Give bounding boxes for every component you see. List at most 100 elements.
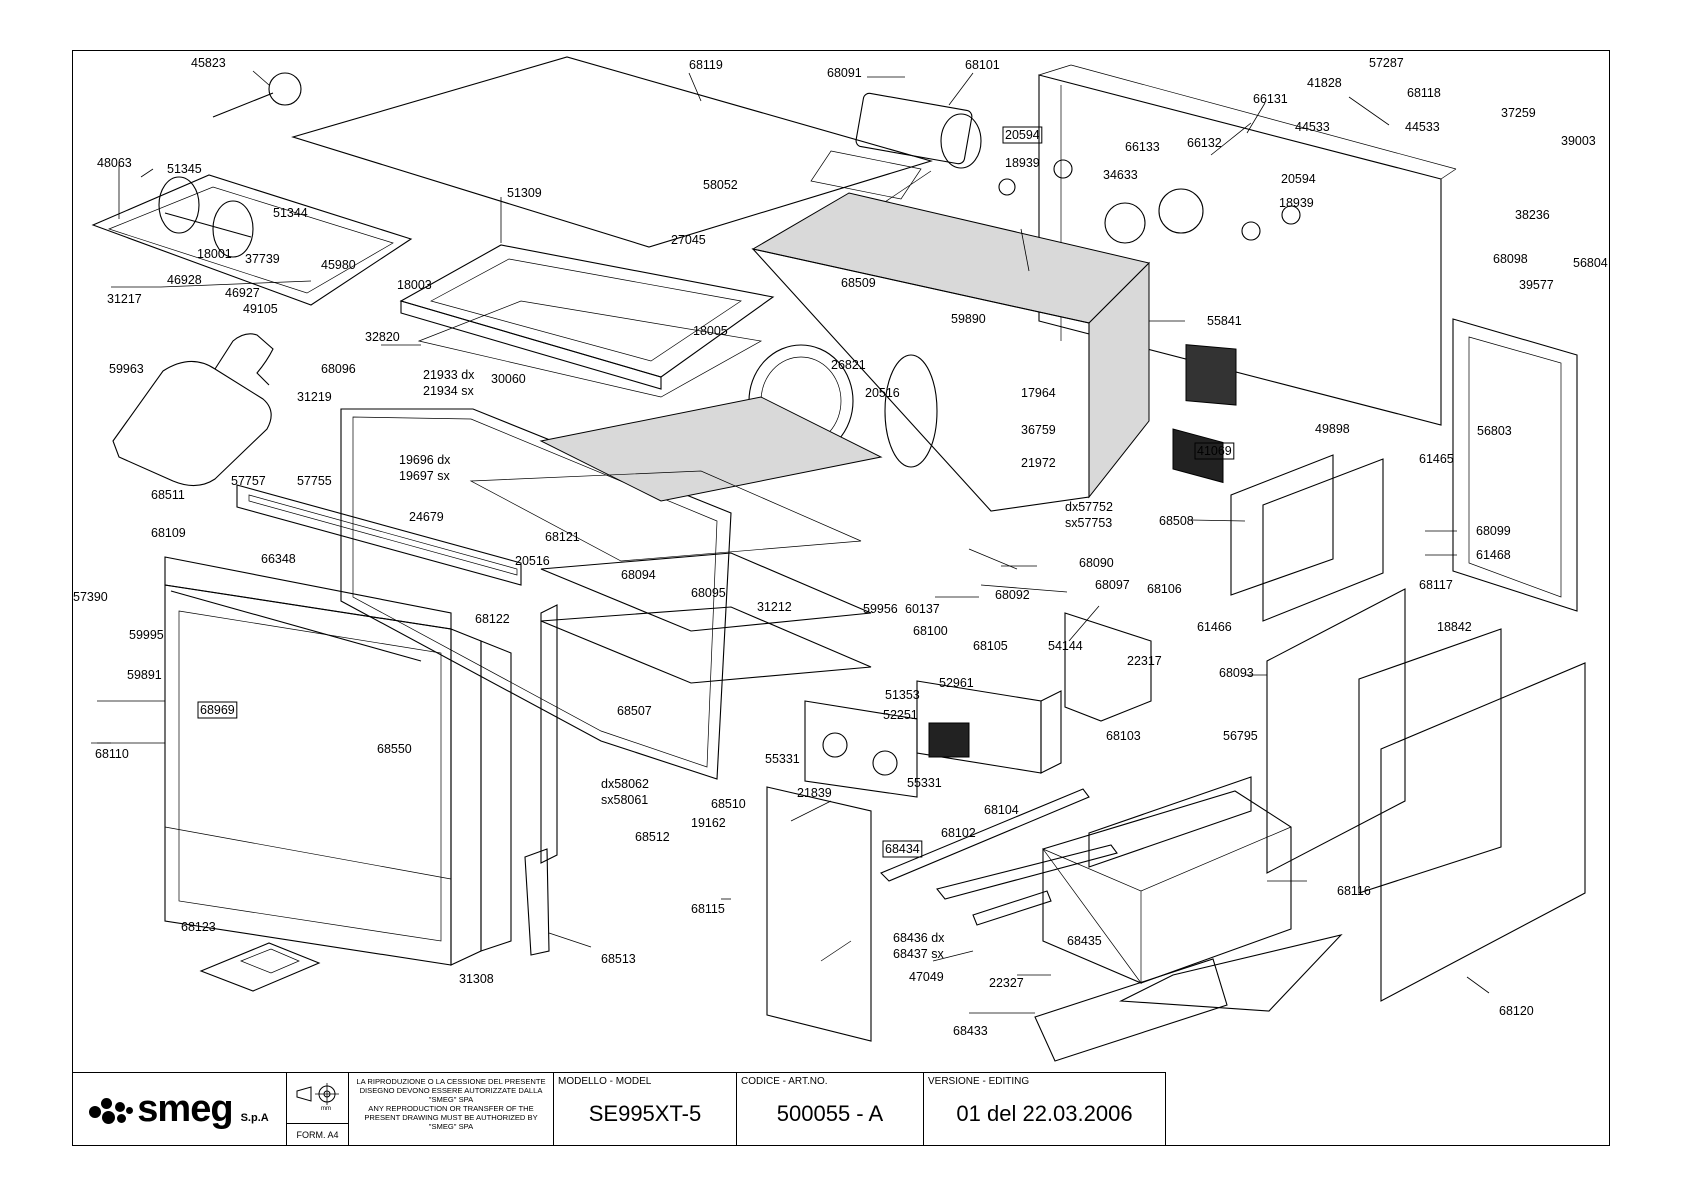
part-label: 61466	[1197, 620, 1232, 634]
model-value: SE995XT-5	[588, 1101, 702, 1126]
logo-text: smeg	[137, 1088, 233, 1130]
part-label: 57755	[297, 474, 332, 488]
part-label: 68437 sx	[893, 947, 944, 961]
part-label: 24679	[409, 510, 444, 524]
part-label: 44533	[1295, 120, 1330, 134]
part-label: 52251	[883, 708, 918, 722]
part-label: 51345	[167, 162, 202, 176]
part-label: 68095	[691, 586, 726, 600]
projection-symbol-icon: mm	[296, 1083, 339, 1111]
part-label: 32820	[365, 330, 400, 344]
part-label: 68104	[984, 803, 1019, 817]
part-label: 68550	[377, 742, 412, 756]
part-label: 55331	[765, 752, 800, 766]
part-label: 49105	[243, 302, 278, 316]
part-label: 20594	[1281, 172, 1316, 186]
top-grill-assembly	[91, 174, 413, 306]
part-label: 18005	[693, 324, 728, 338]
notice-italian: LA RIPRODUZIONE O LA CESSIONE DEL PRESEN…	[356, 1077, 546, 1104]
part-label: 36759	[1021, 423, 1056, 437]
label-box	[1002, 126, 1043, 144]
side-panel-68099	[1452, 318, 1578, 612]
side-panel-68093	[1266, 588, 1406, 874]
code-field: CODICE - ART.NO. 500055 - A	[737, 1073, 924, 1146]
part-label: 68122	[475, 612, 510, 626]
part-label: dx58062	[601, 777, 649, 791]
door-handle-68969	[170, 590, 422, 662]
part-label: 61468	[1476, 548, 1511, 562]
exploded-view-drawing: 4582368119680916810157287418286811866131…	[73, 56, 1608, 1062]
part-label: 68099	[1476, 524, 1511, 538]
part-label: 68102	[941, 826, 976, 840]
part-label: 68100	[913, 624, 948, 638]
part-label: 68508	[1159, 514, 1194, 528]
part-label: 58052	[703, 178, 738, 192]
model-field: MODELLO - MODEL SE995XT-5	[554, 1073, 737, 1146]
version-field: VERSIONE - EDITING 01 del 22.03.2006	[924, 1073, 1166, 1146]
part-label: 68093	[1219, 666, 1254, 680]
code-caption: CODICE - ART.NO.	[741, 1076, 828, 1087]
part-label: 68097	[1095, 578, 1130, 592]
part-label: 20516	[865, 386, 900, 400]
part-label: 45980	[321, 258, 356, 272]
part-label: 18939	[1279, 196, 1314, 210]
tangential-fan-68101	[855, 92, 973, 165]
part-label: 68091	[827, 66, 862, 80]
part-label: 54144	[1048, 639, 1083, 653]
part-label: sx58061	[601, 793, 648, 807]
projection-symbol-cell: mm FORM. A4	[287, 1073, 349, 1146]
part-label: 19697 sx	[399, 469, 450, 483]
part-label: 59963	[109, 362, 144, 376]
part-label: 18003	[397, 278, 432, 292]
logo-dots-icon	[89, 1094, 134, 1126]
part-label: 17964	[1021, 386, 1056, 400]
part-label: 19696 dx	[399, 453, 451, 467]
version-caption: VERSIONE - EDITING	[928, 1076, 1030, 1087]
part-label: 31217	[107, 292, 142, 306]
label-box	[1194, 442, 1235, 460]
part-label: 57390	[73, 590, 108, 604]
part-label: 68090	[1079, 556, 1114, 570]
part-label: 68117	[1419, 578, 1453, 592]
part-label: 66133	[1125, 140, 1160, 154]
part-label: 20594	[1005, 128, 1040, 142]
part-label: 68115	[691, 902, 725, 916]
part-label: 18001	[197, 247, 232, 261]
part-label: 51344	[273, 206, 308, 220]
part-label: 31212	[757, 600, 792, 614]
baking-tray-68094	[540, 552, 872, 632]
part-label: 30060	[491, 372, 526, 386]
part-label: 68092	[995, 588, 1030, 602]
part-label: 21934 sx	[423, 384, 474, 398]
part-label: 68513	[601, 952, 636, 966]
part-label: 57287	[1369, 56, 1404, 70]
oven-door-68110	[164, 584, 452, 966]
part-label: 44533	[1405, 120, 1440, 134]
part-label: 68109	[151, 526, 186, 540]
part-label: 68103	[1106, 729, 1141, 743]
part-label: 66131	[1253, 92, 1288, 106]
part-label: 68121	[545, 530, 580, 544]
part-label: 19162	[691, 816, 726, 830]
pizza-shovel-59963	[112, 360, 272, 487]
part-label: 68110	[95, 747, 129, 761]
part-label: 26821	[831, 358, 866, 372]
part-label: 51353	[885, 688, 920, 702]
part-label: 41828	[1307, 76, 1342, 90]
manual-68123	[199, 942, 321, 992]
part-label: 68512	[635, 830, 670, 844]
part-label: 68096	[321, 362, 356, 376]
part-label: 68098	[1493, 252, 1528, 266]
part-label: 68120	[1499, 1004, 1534, 1018]
part-label: 60137	[905, 602, 940, 616]
part-label: 66348	[261, 552, 296, 566]
leader-lines	[91, 70, 1490, 1014]
logo-suffix: S.p.A	[240, 1111, 269, 1124]
base-tray-68433	[1034, 958, 1228, 1062]
part-label: 68105	[973, 639, 1008, 653]
part-label: 49898	[1315, 422, 1350, 436]
part-label: 22327	[989, 976, 1024, 990]
cavity-top-frame-51309	[399, 244, 775, 378]
